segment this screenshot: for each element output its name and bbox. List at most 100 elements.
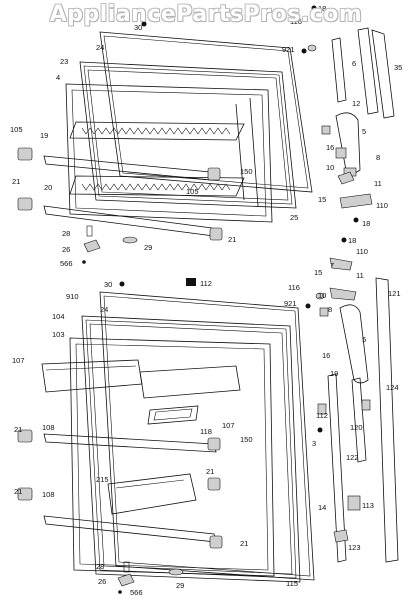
label-21-lower-c: 21: [14, 487, 22, 496]
freezer-callouts: 18 30 116 24 921 6 35 23 4 12 105 19 5 1…: [10, 4, 402, 268]
shelf-118: [147, 405, 199, 425]
label-28-lower: 28: [96, 562, 104, 571]
label-3: 3: [312, 439, 316, 448]
label-21b: 21: [228, 235, 236, 244]
label-110: 110: [376, 201, 388, 210]
hinge-strip-12: [331, 37, 347, 103]
label-8: 8: [376, 153, 380, 162]
shelf-107-left: [41, 359, 143, 393]
label-566-lower: 566: [130, 588, 143, 597]
handle-5-lower: [339, 304, 369, 384]
label-10: 10: [326, 163, 334, 172]
cap-21-left: [17, 197, 33, 211]
fresh-gasket: [81, 315, 301, 583]
freezer-outer-panel: [99, 31, 313, 193]
label-21-lower-a: 21: [14, 425, 22, 434]
label-113: 113: [362, 501, 374, 510]
label-30: 30: [134, 23, 142, 32]
strip-120: [351, 377, 367, 463]
label-29-lower: 29: [176, 581, 184, 590]
label-24-lower: 24: [100, 305, 108, 314]
label-921-lower: 921: [284, 299, 297, 308]
label-30-lower: 30: [104, 280, 112, 289]
label-26: 26: [62, 245, 70, 254]
label-115: 115: [286, 579, 298, 588]
label-35: 35: [394, 63, 402, 72]
fresh-shelf-bar-108b: [43, 515, 217, 543]
label-110-lower: 110: [356, 247, 368, 256]
label-112b: 112: [316, 411, 328, 420]
label-104: 104: [52, 312, 65, 321]
shelf-107-right: [139, 365, 241, 399]
freezer-door-assembly: [17, 5, 395, 264]
label-105: 105: [10, 125, 23, 134]
label-10-lower: 10: [318, 291, 326, 300]
trim-strip-121: [375, 277, 399, 563]
label-14: 14: [318, 503, 326, 512]
label-108: 108: [42, 423, 55, 432]
trim-strip-35: [371, 29, 395, 119]
label-11-lower: 11: [356, 271, 364, 280]
label-20: 20: [44, 183, 52, 192]
label-122: 122: [346, 453, 359, 462]
label-26-lower: 26: [98, 577, 106, 586]
label-121: 121: [388, 289, 401, 298]
freezer-shelf-ribs: [69, 121, 245, 197]
cap-105-left: [17, 147, 33, 161]
label-16-lower: 16: [322, 351, 330, 360]
label-150-lower: 150: [240, 435, 253, 444]
label-29: 29: [144, 243, 152, 252]
label-11: 11: [374, 179, 382, 188]
label-910: 910: [66, 292, 79, 301]
label-18-lower: 18: [348, 236, 356, 245]
label-124: 124: [386, 383, 399, 392]
fresh-outer-panel: [99, 291, 315, 581]
label-116: 116: [290, 17, 302, 26]
label-5-lower: 5: [362, 335, 366, 344]
label-28: 28: [62, 229, 70, 238]
label-15-lower: 15: [314, 268, 322, 277]
label-8-lower: 8: [328, 305, 332, 314]
label-112: 112: [200, 279, 212, 288]
label-19: 19: [40, 131, 48, 140]
label-12: 12: [352, 99, 360, 108]
label-105b: 105: [186, 187, 199, 196]
label-116-lower: 116: [288, 283, 300, 292]
fresh-food-door-assembly: [17, 237, 399, 594]
bin-215: [107, 473, 197, 515]
label-18: 18: [318, 4, 326, 13]
handle-5: [335, 112, 361, 174]
label-21-lower-d: 21: [240, 539, 248, 548]
fresh-food-callouts: 18 110 7 15 11 30 112 116 10 121 910 104…: [12, 236, 401, 597]
label-107: 107: [12, 356, 25, 365]
fresh-inner-liner: [69, 337, 275, 577]
label-24: 24: [96, 43, 104, 52]
plug-29: [122, 236, 138, 244]
label-16: 16: [326, 143, 334, 152]
label-5: 5: [362, 127, 366, 136]
label-7: 7: [330, 261, 334, 270]
freezer-inner-liner: [65, 83, 273, 223]
label-18b: 18: [362, 219, 370, 228]
label-108b: 108: [42, 490, 55, 499]
fresh-shelf-bar-108a: [43, 433, 217, 453]
label-215: 215: [96, 475, 109, 484]
label-103: 103: [52, 330, 65, 339]
label-123: 123: [348, 543, 361, 552]
freezer-gasket: [79, 61, 297, 209]
label-25: 25: [290, 213, 298, 222]
strip-122: [327, 373, 347, 563]
trim-strip-6: [357, 27, 379, 115]
label-6: 6: [352, 59, 356, 68]
label-21: 21: [12, 177, 20, 186]
label-921: 921: [282, 45, 295, 54]
label-120: 120: [350, 423, 363, 432]
label-4: 4: [56, 73, 60, 82]
label-15: 15: [318, 195, 326, 204]
label-23: 23: [60, 57, 68, 66]
label-150: 150: [240, 167, 253, 176]
label-21-lower-b: 21: [206, 467, 214, 476]
label-566: 566: [60, 259, 73, 268]
